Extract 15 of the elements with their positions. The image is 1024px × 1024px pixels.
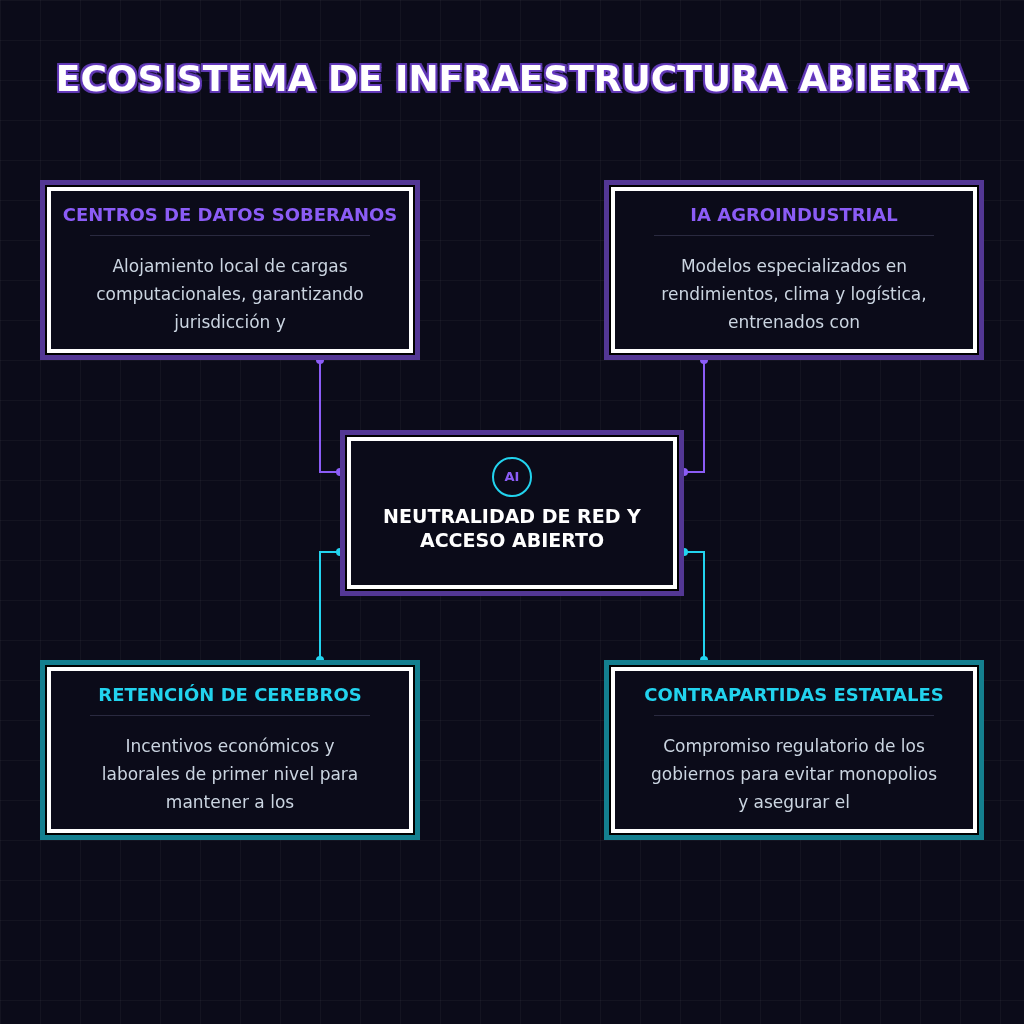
hub-title: NEUTRALIDAD DE RED Y ACCESO ABIERTO xyxy=(382,505,642,553)
card-heading: CONTRAPARTIDAS ESTATALES xyxy=(644,684,944,707)
topic-card xyxy=(40,660,420,840)
card-heading: CENTROS DE DATOS SOBERANOS xyxy=(62,204,398,227)
card-description: Modelos especializados en rendimientos, clima y logística, entrenados con xyxy=(660,254,928,334)
hub-card xyxy=(340,430,684,596)
card-heading: RETENCIÓN DE CEREBROS xyxy=(98,684,362,707)
topic-card xyxy=(40,180,420,360)
card-heading: IA AGROINDUSTRIAL xyxy=(690,204,898,227)
card-description: Compromiso regulatorio de los gobiernos para evitar monopolios y asegurar el xyxy=(649,734,939,814)
diagram-title: ECOSISTEMA DE INFRAESTRUCTURA ABIERTA xyxy=(55,57,969,101)
topic-card xyxy=(604,660,984,840)
card-description: Alojamiento local de cargas computacionales, garantizando jurisdicción y xyxy=(95,254,365,334)
card-description: Incentivos económicos y laborales de primer nivel para mantener a los xyxy=(100,734,360,814)
topic-card xyxy=(604,180,984,360)
